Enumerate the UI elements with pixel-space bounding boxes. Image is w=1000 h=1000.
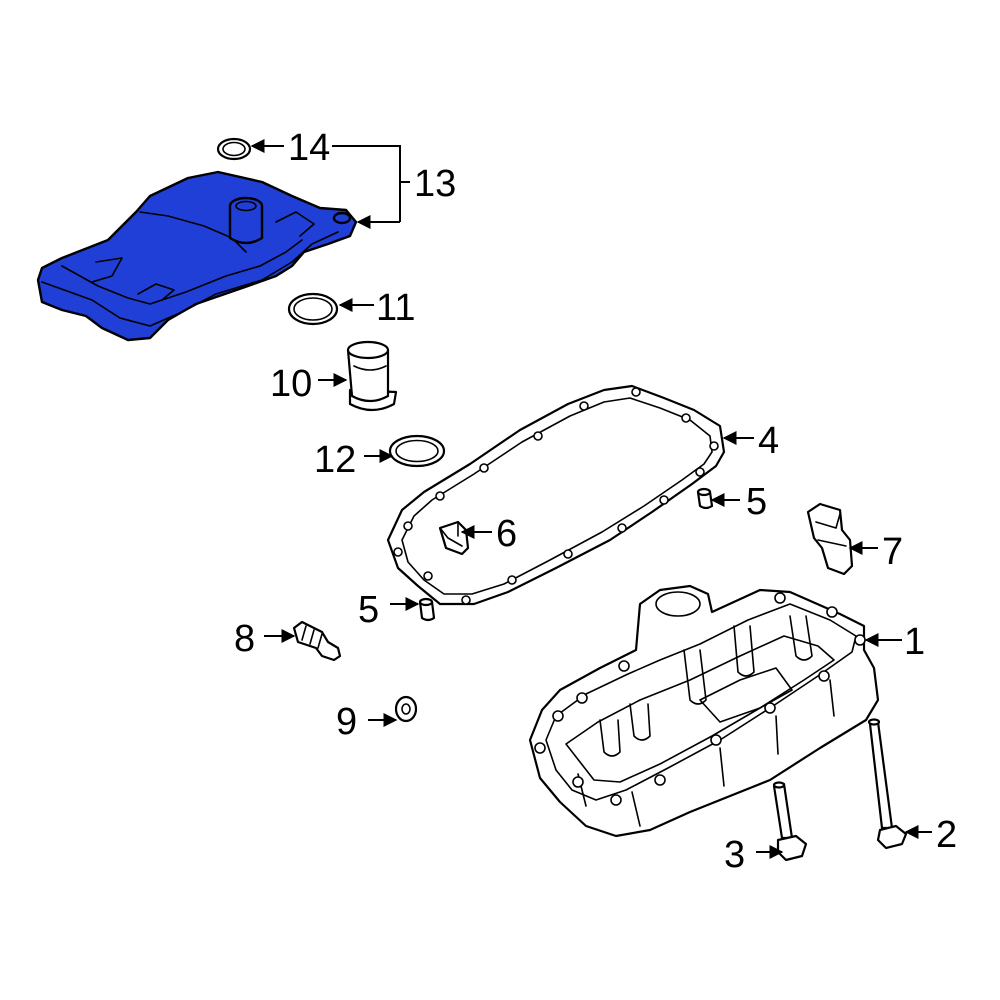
callout-8[interactable]: 8 (234, 618, 255, 660)
callout-14[interactable]: 14 (288, 127, 330, 169)
callout-9[interactable]: 9 (336, 701, 357, 743)
callout-7[interactable]: 7 (882, 531, 903, 573)
callout-13[interactable]: 13 (414, 163, 456, 205)
dowel-pin-part[interactable] (696, 487, 714, 510)
baffle-bracket-part[interactable] (806, 502, 854, 576)
transmission-filter-part[interactable] (36, 170, 358, 342)
callout-2[interactable]: 2 (936, 814, 957, 856)
callout-10[interactable]: 10 (270, 363, 312, 405)
callout-leaders (250, 139, 932, 859)
callout-6[interactable]: 6 (496, 513, 517, 555)
leader-13-bracket (332, 145, 401, 222)
oil-pan-part[interactable] (528, 584, 880, 838)
callout-1[interactable]: 1 (904, 621, 925, 663)
callout-4[interactable]: 4 (758, 420, 779, 462)
callout-11[interactable]: 11 (376, 287, 415, 329)
temperature-sensor-part[interactable] (292, 620, 342, 662)
callout-5b[interactable]: 5 (358, 589, 379, 631)
callout-labels: 1 2 3 4 5 5 6 7 8 9 10 11 12 13 14 (234, 127, 957, 876)
callout-5a[interactable]: 5 (746, 481, 767, 523)
o-ring-part[interactable] (287, 292, 339, 326)
long-bolt-part[interactable] (867, 718, 908, 850)
filter-tube-part[interactable] (346, 340, 398, 412)
oil-pan-gasket-part[interactable] (386, 384, 726, 606)
callout-12[interactable]: 12 (314, 439, 356, 481)
short-bolt-part[interactable] (772, 781, 808, 862)
dowel-pin-part[interactable] (418, 597, 436, 622)
callout-3[interactable]: 3 (724, 834, 745, 876)
washer-part[interactable] (394, 695, 418, 723)
